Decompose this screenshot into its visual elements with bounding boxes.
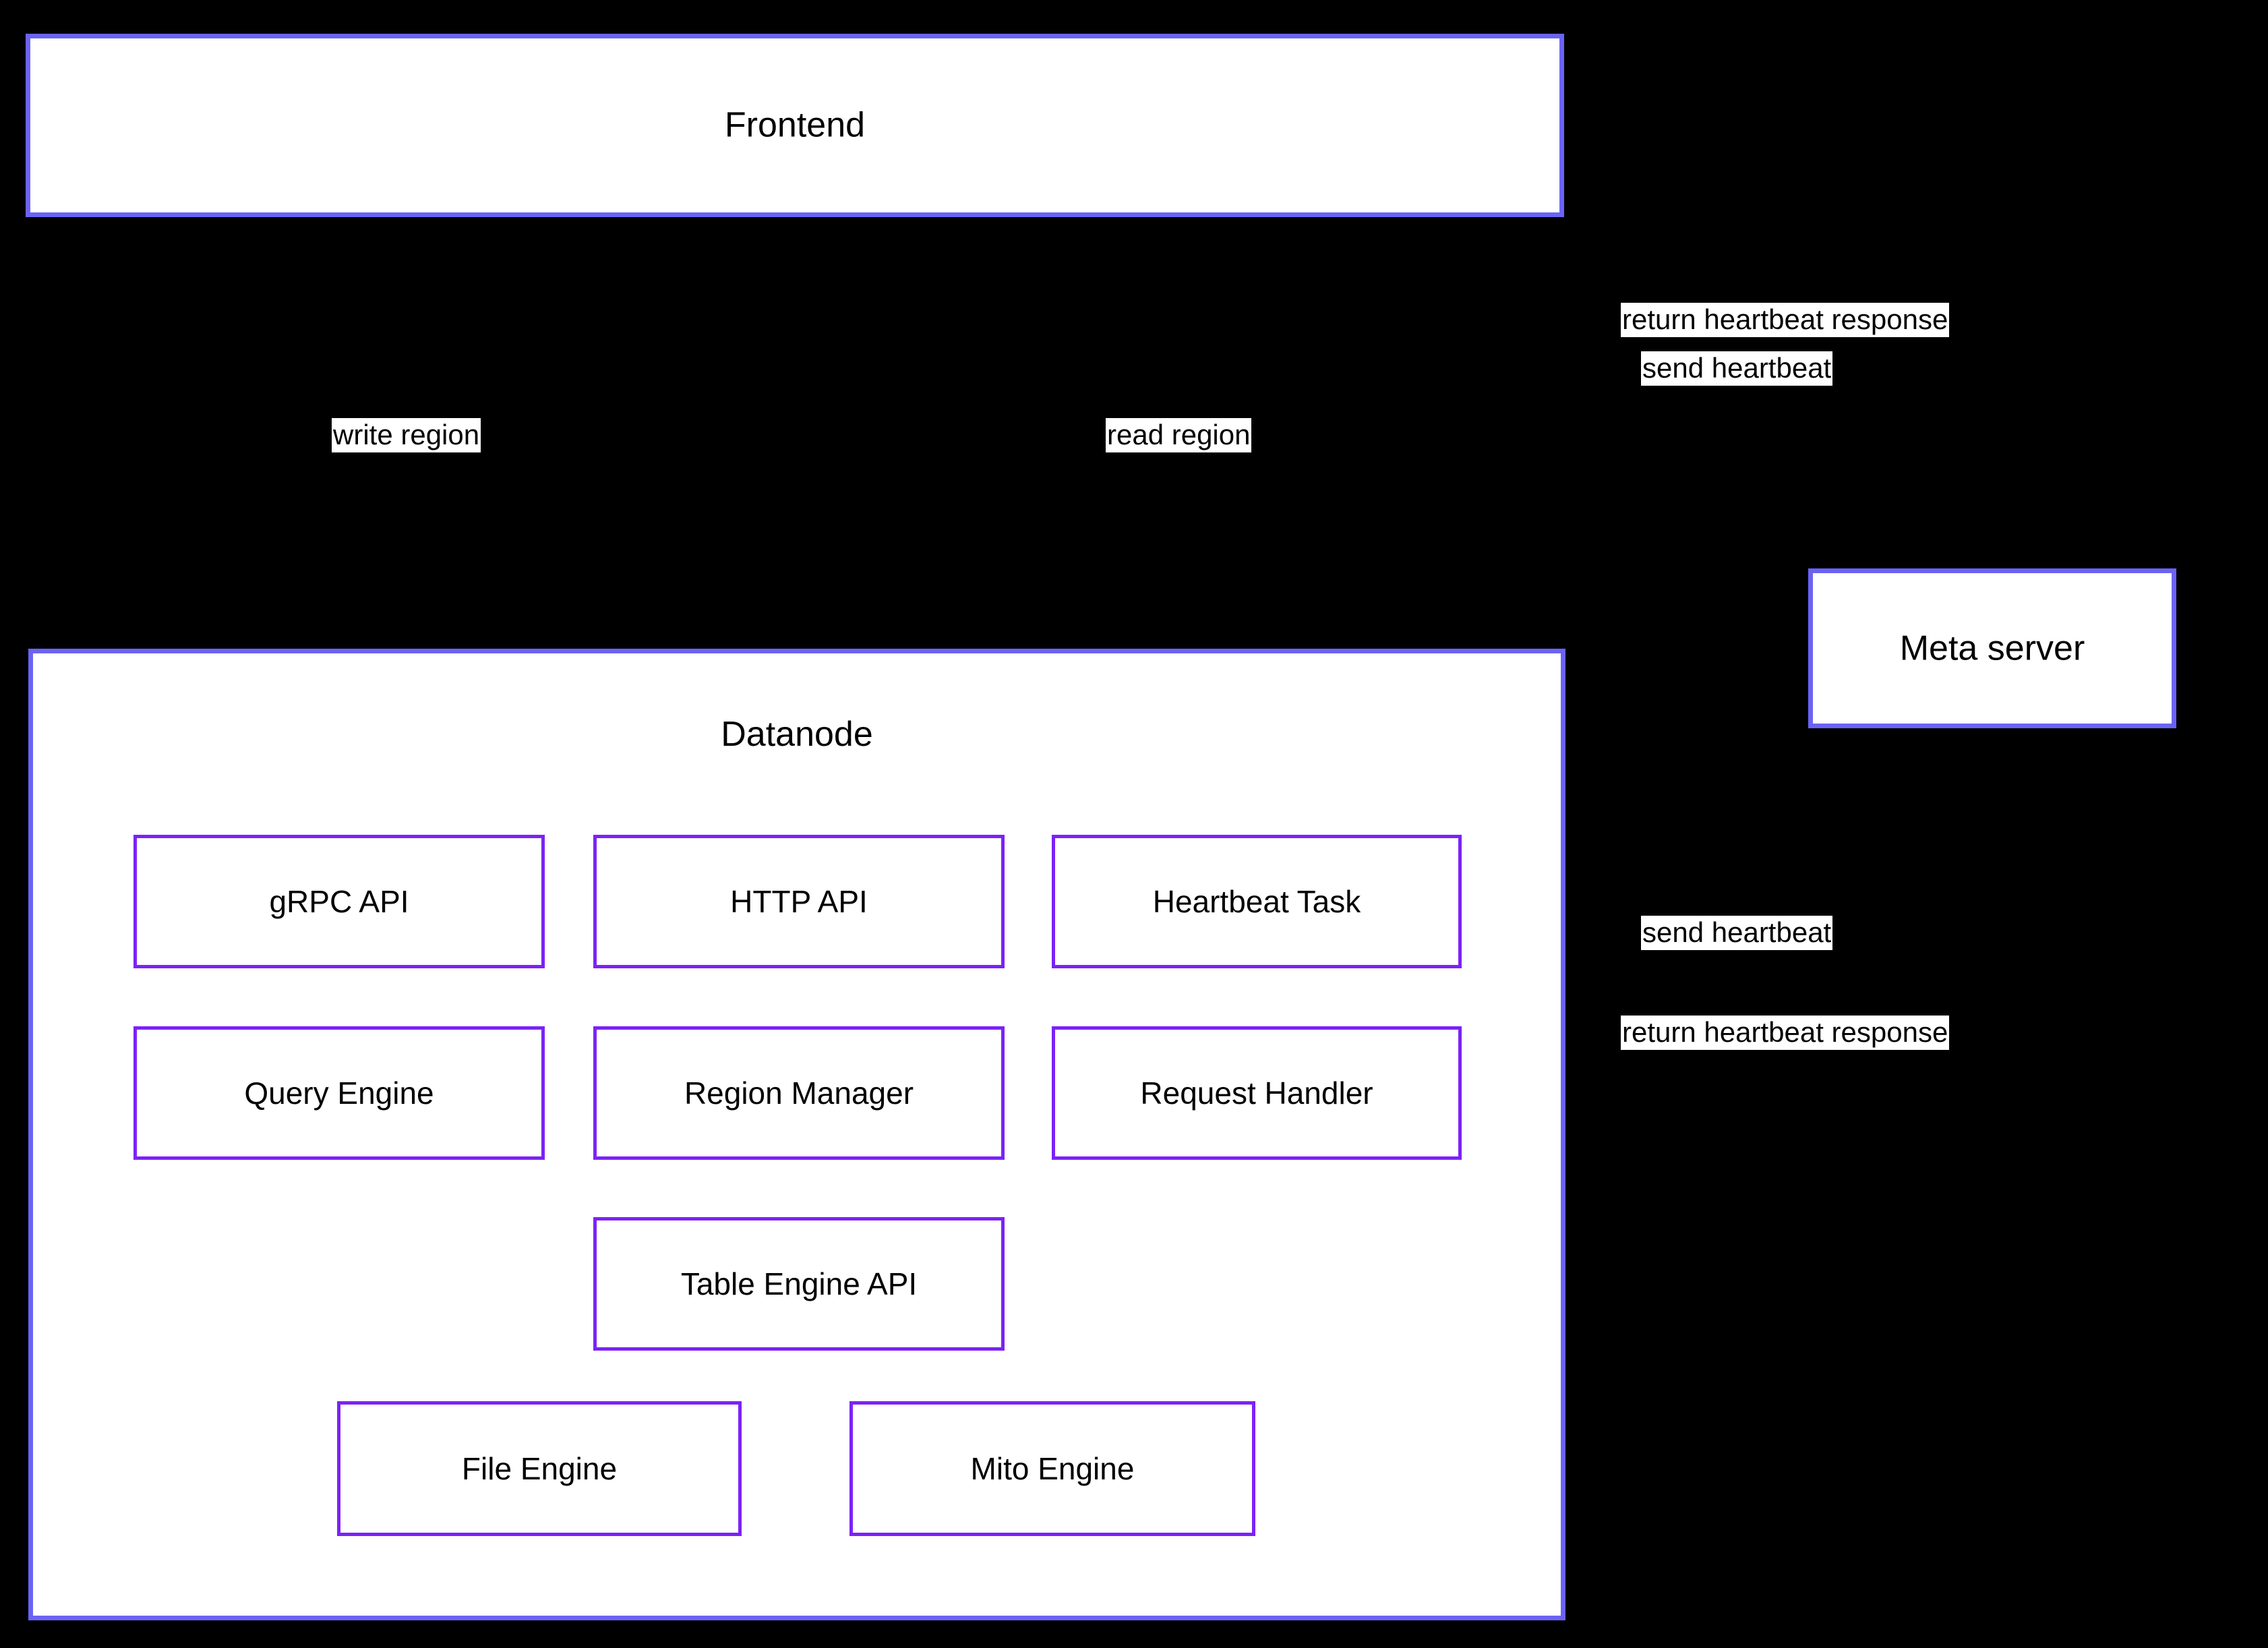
edge-label-read-region: read region <box>1106 418 1252 452</box>
edge-send-heartbeat-frontend <box>1564 123 1832 571</box>
edge-label-send-heartbeat-top: send heartbeat <box>1641 351 1833 386</box>
edge-label-send-heartbeat-bottom: send heartbeat <box>1641 916 1833 950</box>
component-http-api[interactable]: HTTP API <box>593 835 1005 968</box>
component-file-engine[interactable]: File Engine <box>337 1401 742 1536</box>
datanode-title: Datanode <box>721 715 873 754</box>
meta-server-title: Meta server <box>1899 628 2085 668</box>
component-table-engine-api[interactable]: Table Engine API <box>593 1217 1005 1351</box>
component-request-handler[interactable]: Request Handler <box>1052 1026 1462 1160</box>
meta-server-container[interactable]: Meta server <box>1808 568 2176 728</box>
component-heartbeat-task[interactable]: Heartbeat Task <box>1052 835 1462 968</box>
component-mito-engine[interactable]: Mito Engine <box>849 1401 1255 1536</box>
component-grpc-api[interactable]: gRPC API <box>133 835 545 968</box>
edge-label-write-region: write region <box>332 418 481 452</box>
frontend-title: Frontend <box>724 105 866 145</box>
component-region-manager[interactable]: Region Manager <box>593 1026 1005 1160</box>
edge-label-return-heartbeat-response-bottom: return heartbeat response <box>1621 1016 1950 1050</box>
frontend-container[interactable]: Frontend <box>26 34 1564 217</box>
edge-send-heartbeat-datanode <box>1565 726 1900 885</box>
edge-label-return-heartbeat-response-top: return heartbeat response <box>1621 303 1950 337</box>
component-query-engine[interactable]: Query Engine <box>133 1026 545 1160</box>
